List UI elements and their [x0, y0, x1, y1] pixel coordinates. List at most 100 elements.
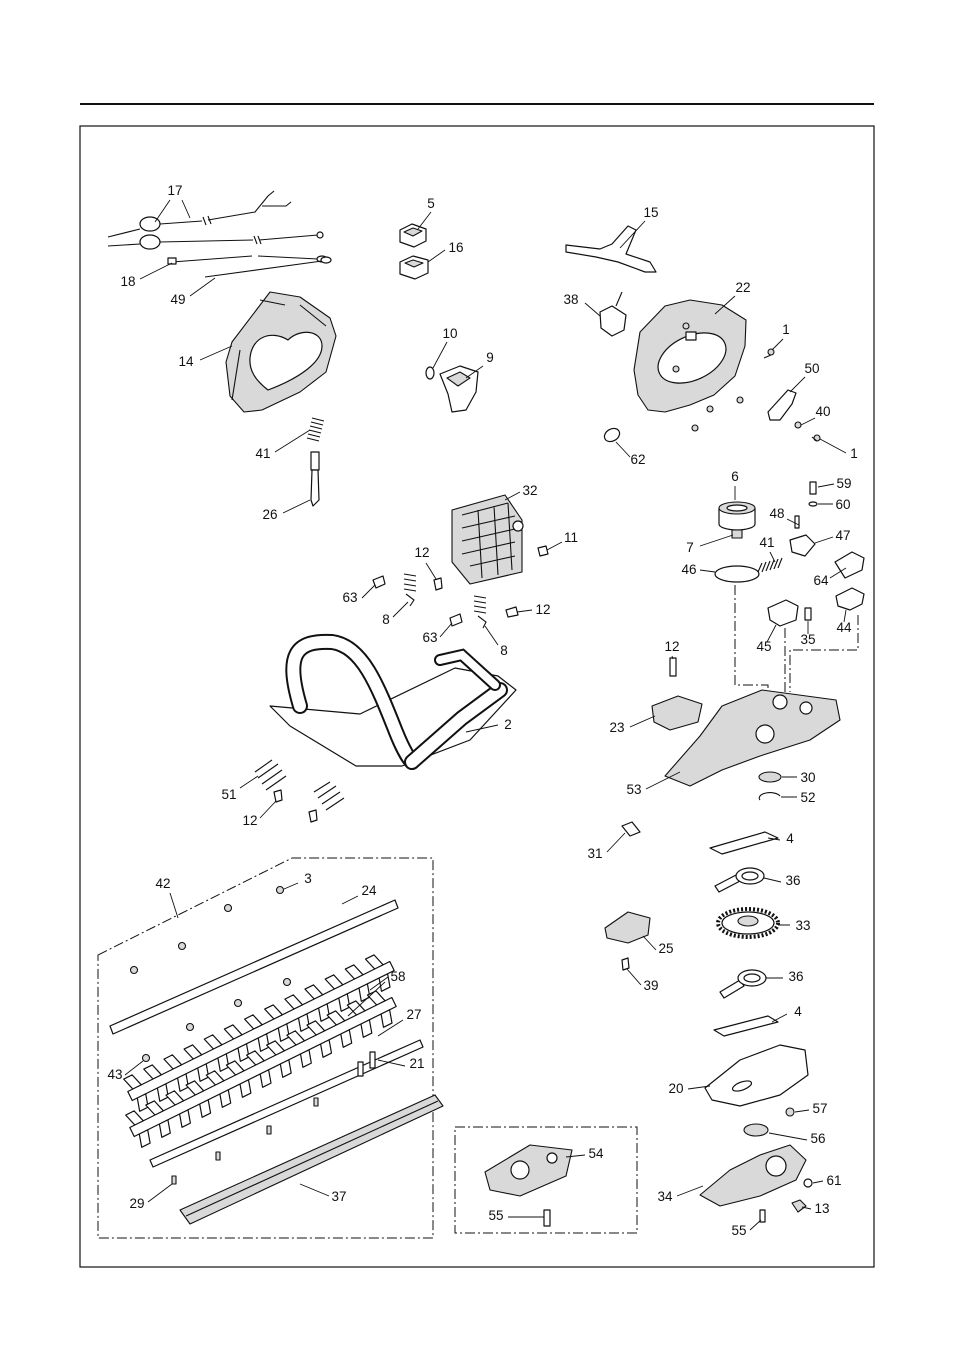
callout-label: 26 — [262, 507, 277, 522]
callout-label: 59 — [836, 476, 851, 491]
callout-label: 9 — [486, 350, 494, 365]
callout-label: 1 — [782, 322, 790, 337]
part-front-handle — [269, 633, 517, 770]
part-screw-12-right — [669, 657, 677, 677]
part-13 — [791, 1199, 807, 1213]
part-screw-12 — [273, 789, 283, 803]
part-clip-31 — [621, 821, 641, 837]
callout-label: 14 — [178, 354, 194, 369]
callout-label: 52 — [800, 790, 815, 805]
part-screw-39 — [621, 957, 630, 971]
callout-label: 45 — [756, 639, 771, 654]
wire-49 — [204, 260, 323, 278]
screw — [691, 424, 699, 432]
wire-terminal-loop — [139, 234, 161, 250]
callout-label: 22 — [735, 280, 750, 295]
part-screw-63 — [449, 613, 463, 627]
part-screw-12 — [433, 577, 443, 591]
part-gear-case-53 — [664, 689, 841, 787]
callout-label: 6 — [731, 469, 739, 484]
part-cover-25 — [604, 911, 651, 944]
part-front-housing — [633, 299, 747, 413]
nut — [275, 885, 285, 895]
screw — [767, 348, 775, 356]
part-rear-housing — [225, 291, 337, 413]
callout-label: 8 — [500, 643, 508, 658]
guide-bar-groove — [185, 1100, 439, 1217]
screw — [706, 405, 714, 413]
callout-label: 47 — [835, 528, 850, 543]
part-screw-59 — [809, 481, 817, 495]
screw — [682, 322, 690, 330]
callout-label: 20 — [668, 1081, 683, 1096]
screw — [736, 396, 744, 404]
cutter-blade-lower — [125, 990, 397, 1148]
callout-label: 15 — [643, 205, 658, 220]
callout-label: 55 — [488, 1208, 503, 1223]
part-45 — [767, 599, 799, 627]
callout-label: 63 — [342, 590, 357, 605]
callout-label: 36 — [785, 873, 800, 888]
part-38-body — [599, 305, 627, 337]
part-switch-5 — [399, 223, 427, 248]
part-38 — [599, 291, 627, 337]
cover-body — [451, 494, 523, 585]
callout-label: 38 — [563, 292, 578, 307]
callout-label: 41 — [255, 446, 270, 461]
callout-label: 13 — [814, 1201, 829, 1216]
screw — [171, 1175, 177, 1185]
part-pin-35 — [804, 607, 812, 621]
callout-label: 23 — [609, 720, 624, 735]
gear-case-kit-boundary — [454, 1126, 638, 1234]
callout-label: 21 — [409, 1056, 424, 1071]
callout-label: 4 — [794, 1004, 802, 1019]
cable-18 — [171, 255, 319, 263]
gear-case-boss — [772, 694, 788, 710]
part-64 — [834, 551, 865, 579]
housing-ribs — [231, 299, 327, 401]
blade-assembly-boundary — [97, 857, 434, 1239]
callout-label: 4 — [786, 831, 794, 846]
part-pin-48 — [794, 515, 800, 529]
guide-bar — [179, 1094, 444, 1225]
screw — [313, 1097, 319, 1107]
part-spring-51b — [313, 781, 345, 811]
switch-top — [403, 227, 423, 237]
part-o-ring-62 — [603, 427, 621, 443]
screw — [266, 1125, 272, 1135]
cover-knob — [512, 520, 524, 532]
gear-case-bore — [755, 724, 775, 744]
rod-head — [310, 451, 320, 471]
part-plate-4b — [713, 1015, 779, 1037]
part-pinion-7 — [731, 529, 743, 539]
part-connecting-rod-36b — [719, 969, 767, 999]
gear-case-boss — [546, 1152, 558, 1164]
part-bearing-56 — [743, 1123, 769, 1137]
part-cover-23 — [651, 695, 703, 731]
part-rod-26 — [310, 451, 320, 507]
callout-label: 12 — [242, 813, 257, 828]
part-gear-case-34 — [699, 1144, 807, 1207]
part-strip-24 — [109, 899, 399, 1035]
wire-upper — [107, 190, 292, 238]
cable-end — [167, 257, 177, 265]
callout-label: 43 — [107, 1067, 122, 1082]
screw — [813, 434, 821, 442]
cover-top — [446, 371, 471, 387]
wire-lower — [107, 234, 319, 247]
wire-49-end — [320, 256, 332, 264]
callout-label: 1 — [850, 446, 858, 461]
callout-label: 56 — [810, 1131, 825, 1146]
gear-case-body — [699, 1144, 807, 1207]
part-gear-case-54 — [484, 1144, 573, 1197]
callout-label: 50 — [804, 361, 819, 376]
callout-label: 46 — [681, 562, 696, 577]
part-gear-33 — [716, 907, 780, 939]
plate-slot — [731, 1080, 753, 1092]
callout-label: 57 — [812, 1101, 827, 1116]
cover-grid — [461, 502, 516, 579]
part-nuts-3 — [129, 885, 292, 1063]
part-air-filter-cover — [451, 494, 524, 585]
callout-label: 34 — [657, 1189, 673, 1204]
part-screw-55-kit — [543, 1209, 551, 1227]
